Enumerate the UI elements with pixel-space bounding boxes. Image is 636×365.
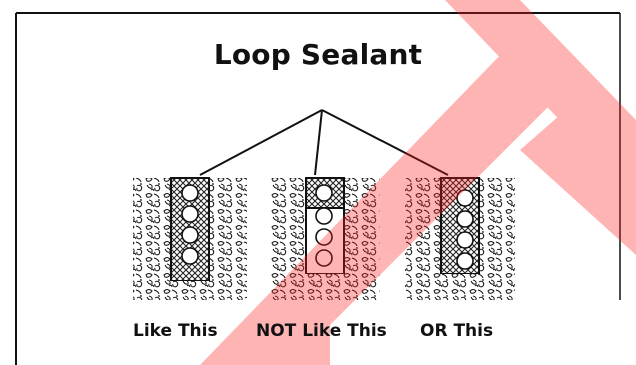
connector-lines xyxy=(199,109,449,176)
loop-wire-2a xyxy=(315,184,333,202)
loop-wire-2d xyxy=(315,249,333,267)
pavement-bottom-2 xyxy=(270,274,380,300)
diagram-title: Loop Sealant xyxy=(213,38,423,71)
loop-wire-1a xyxy=(181,184,199,202)
loop-wire-2c xyxy=(315,228,333,246)
loop-wire-1d xyxy=(181,247,199,265)
example-like-this xyxy=(133,177,247,300)
caption-not-like-this: NOT Like This xyxy=(256,321,387,341)
loop-wire-1b xyxy=(181,205,199,223)
pavement-bottom-3 xyxy=(405,274,515,300)
caption-or-this: OR This xyxy=(420,321,494,341)
loop-wire-2b xyxy=(315,207,333,225)
loop-wire-3a xyxy=(456,189,474,207)
pavement-right-1 xyxy=(209,178,247,300)
loop-wire-3d xyxy=(456,252,474,270)
pavement-left-1 xyxy=(133,178,171,300)
pavement-bottom-1 xyxy=(133,281,247,300)
loop-wire-3b xyxy=(456,210,474,228)
watermark xyxy=(200,0,636,365)
loop-wire-3c xyxy=(456,231,474,249)
caption-like-this: Like This xyxy=(133,321,218,341)
example-not-like-this xyxy=(270,177,380,300)
loop-wire-1c xyxy=(181,226,199,244)
diagram-border xyxy=(15,12,621,365)
example-or-this xyxy=(405,177,515,300)
